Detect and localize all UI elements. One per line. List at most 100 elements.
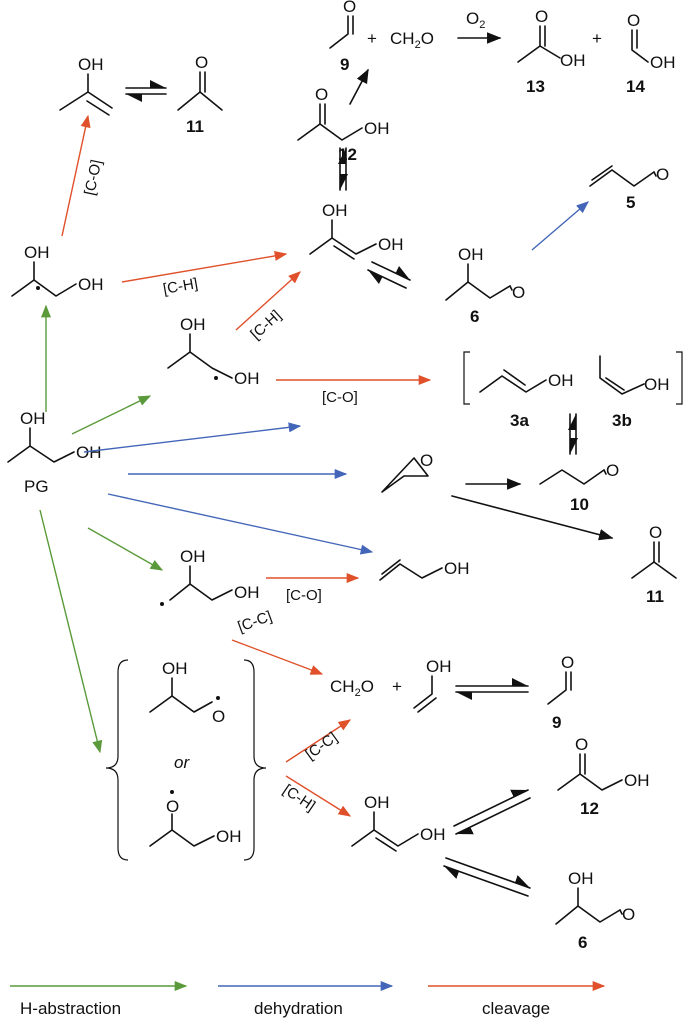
acrolein-o: O: [656, 165, 669, 184]
lactaldehyde-b-oh: OH: [568, 869, 594, 888]
label-11-top: 11: [186, 117, 204, 136]
acetic-acid-13: O OH 13: [517, 7, 586, 96]
propenol-3a: OH 3a: [479, 369, 574, 430]
arrow-pg-to-alkoxy: [39, 509, 103, 754]
equilibrium-enediol-6b: [443, 857, 531, 897]
alkoxy-brace: [105, 659, 267, 861]
propanal-o: O: [606, 461, 619, 480]
acetone-o: O: [195, 53, 208, 72]
label-cc-2: [C-C]: [302, 729, 340, 763]
label-ch-3: [C-H]: [280, 781, 319, 815]
arrow-epoxide-to-11: [451, 495, 614, 541]
ch2o-b-sub: 2: [355, 687, 361, 699]
formaldehyde-top: CH2O: [390, 29, 434, 51]
ch2o-sub: 2: [415, 39, 421, 51]
hydroxyacetone-o: O: [315, 85, 328, 104]
propenol-3a-oh: OH: [548, 371, 574, 390]
alkoxy2-oh: OH: [216, 827, 242, 846]
label-12-top: 12: [338, 145, 357, 164]
label-cc-1: [C-C]: [236, 608, 275, 636]
equilibrium-12-enediol: [338, 147, 348, 191]
arrow-pg-to-3: [83, 422, 302, 453]
equilibrium-3-10: [568, 413, 578, 455]
legend-cleavage: cleavage: [482, 999, 550, 1018]
acetaldehyde-9-top: O 9: [329, 0, 356, 74]
label-11-right: 11: [646, 587, 664, 606]
label-3a: 3a: [510, 411, 529, 430]
formic-o: O: [627, 11, 640, 30]
radical-c2: OH OH: [11, 243, 104, 297]
label-ch-2: [C-H]: [247, 307, 284, 343]
pg-oh1: OH: [20, 409, 46, 428]
radical-c2-oh2: OH: [78, 275, 104, 294]
alkoxy-radical-2: O OH: [149, 790, 242, 847]
arrow-alkoxy-cc-2: [285, 719, 352, 763]
legend: H-abstraction dehydration cleavage: [10, 980, 606, 1018]
legend-h-abstraction: H-abstraction: [20, 999, 121, 1018]
acetic-oh: OH: [560, 51, 586, 70]
ch2o-o: O: [421, 29, 434, 48]
radical-c1-oh1: OH: [180, 315, 206, 334]
o2-sub: 2: [479, 19, 485, 31]
label-13: 13: [526, 77, 545, 96]
radical-c1-oh2: OH: [234, 369, 260, 388]
ch2o-b-ch: CH: [330, 677, 355, 696]
allyl-oh: OH: [444, 559, 470, 578]
enediol-oh1: OH: [322, 201, 348, 220]
formic-acid-14: O OH 14: [626, 11, 676, 96]
arrow-alkoxy-ch: [285, 775, 352, 817]
label-or: or: [174, 753, 190, 772]
acetone-right-o: O: [649, 523, 662, 542]
acetone-11-right: O 11: [631, 523, 677, 606]
enediol-b-oh2: OH: [420, 825, 446, 844]
label-9-top: 9: [340, 55, 349, 74]
formaldehyde-bottom: CH2O: [330, 677, 374, 699]
hydroxyacetone-b-o: O: [575, 735, 588, 754]
arrow-pg-to-radical-c1: [71, 395, 152, 435]
label-6-bottom: 6: [578, 933, 587, 952]
vinyl-alcohol: OH: [413, 657, 452, 713]
propenol-3b: OH 3b: [599, 355, 670, 430]
radical-c2-oh1: OH: [24, 243, 50, 262]
equilibrium-vinyl-9: [455, 678, 529, 700]
acetic-o: O: [535, 7, 548, 26]
epoxide-o: O: [420, 451, 433, 470]
label-pg: PG: [24, 477, 49, 496]
radical-c3-oh1: OH: [180, 547, 206, 566]
lactaldehyde-6-bottom: OH O 6: [555, 869, 635, 952]
propenol-3b-oh: OH: [644, 375, 670, 394]
arrow-radical-to-enol: [61, 114, 91, 237]
plus-1: +: [367, 29, 377, 48]
label-6-mid: 6: [470, 307, 479, 326]
alkoxy1-o: O: [212, 707, 225, 726]
svg-text:CH2O: CH2O: [330, 677, 374, 699]
label-9-bottom: 9: [552, 713, 561, 732]
oxidation-arrow: O2: [457, 9, 502, 44]
label-10: 10: [570, 495, 589, 514]
propanal-10: O 10: [539, 461, 619, 514]
equilibrium-arrows-top: [125, 80, 167, 102]
plus-2: +: [592, 29, 602, 48]
acetone-11-top: O 11: [177, 53, 223, 136]
enol-isopropenol: OH: [59, 55, 113, 116]
label-5: 5: [626, 193, 635, 212]
alkoxy1-oh: OH: [162, 659, 188, 678]
arrow-12-to-9: [349, 68, 369, 105]
label-14: 14: [626, 77, 645, 96]
propylene-oxide: O: [381, 451, 433, 493]
lactaldehyde-oh: OH: [458, 245, 484, 264]
enediol-bottom: OH OH: [351, 793, 446, 852]
isopropenol-oh: OH: [78, 55, 104, 74]
arrow-pg-to-radical-c3: [87, 527, 164, 571]
equilibrium-enediol-6: [367, 261, 411, 289]
vinyl-oh: OH: [426, 657, 452, 676]
hydroxyacetone-12-bottom: O OH 12: [557, 735, 650, 818]
equilibrium-enediol-12: [453, 789, 531, 835]
acrolein-5: O 5: [589, 165, 669, 212]
ch2o-b-o: O: [361, 677, 374, 696]
label-co-3: [C-O]: [286, 587, 322, 604]
ch2o-ch: CH: [390, 29, 415, 48]
allyl-alcohol: OH: [379, 559, 470, 581]
alkoxy2-o: O: [166, 797, 179, 816]
label-12-bottom: 12: [580, 799, 599, 818]
